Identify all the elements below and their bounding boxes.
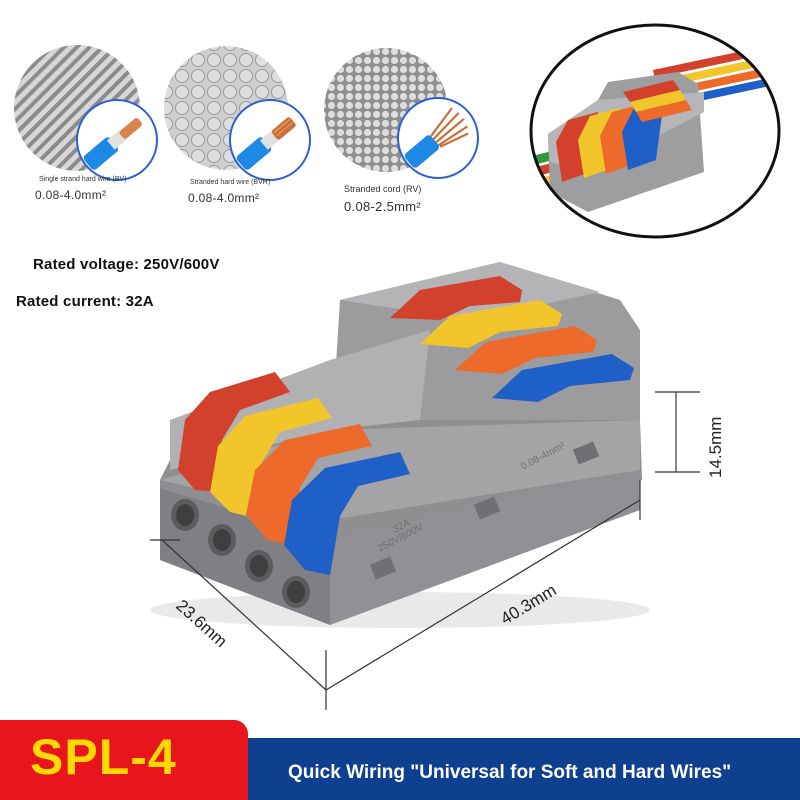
lever-blue[interactable] (284, 452, 410, 575)
single-strand-wire-icon (76, 99, 158, 181)
bottom-banner (0, 720, 800, 800)
lever-red-rear[interactable] (390, 276, 522, 320)
tagline: Quick Wiring "Universal for Soft and Har… (288, 762, 732, 783)
lever-orange[interactable] (246, 424, 372, 545)
lever-yellow[interactable] (210, 398, 332, 518)
wire-type-range: 0.08-4.0mm² (188, 191, 260, 205)
stranded-cord-icon (397, 97, 479, 179)
dimension-height: 14.5mm (655, 391, 725, 478)
connector-side-face (330, 470, 640, 625)
wire-type-name: Stranded cord (RV) (344, 184, 422, 194)
wire-type-range: 0.08-4.0mm² (35, 188, 107, 202)
solid-core-cross-section-icon (14, 45, 158, 181)
model-name: SPL-4 (30, 729, 177, 785)
wire-type-card-bv: Single strand hard wire (BV) 0.08-4.0mm² (5, 20, 158, 210)
wire-type-range: 0.08-2.5mm² (344, 199, 421, 214)
lever-orange-rear[interactable] (455, 326, 597, 374)
lever-red[interactable] (178, 372, 290, 492)
lever-yellow-rear[interactable] (420, 300, 562, 348)
lever-blue-rear[interactable] (492, 354, 634, 402)
rated-voltage: Rated voltage: 250V/600V (33, 256, 220, 273)
banner-red-block (0, 720, 248, 800)
wire-type-card-rv: Stranded cord (RV) 0.08-2.5mm² (318, 20, 479, 214)
stranded-core-cross-section-icon (164, 46, 311, 181)
wire-type-name: Stranded hard wire (BVR) (190, 179, 271, 186)
rated-current: Rated current: 32A (16, 293, 154, 310)
wire-type-name: Single strand hard wire (BV) (39, 176, 127, 183)
wire-type-card-bvr: Stranded hard wire (BVR) 0.08-4.0mm² (158, 20, 311, 210)
fine-strand-cross-section-icon (324, 48, 479, 179)
front-levers (178, 372, 410, 575)
rear-levers (390, 276, 634, 402)
dimension-height-label: 14.5mm (706, 417, 725, 478)
wire-entry-holes (171, 499, 310, 608)
product-photo-inset (529, 23, 781, 239)
connector-illustration: 32A 250V/600V 0.08-4mm² 14.5mm 40.3mm 23… (150, 262, 725, 710)
stranded-wire-icon (229, 99, 311, 181)
